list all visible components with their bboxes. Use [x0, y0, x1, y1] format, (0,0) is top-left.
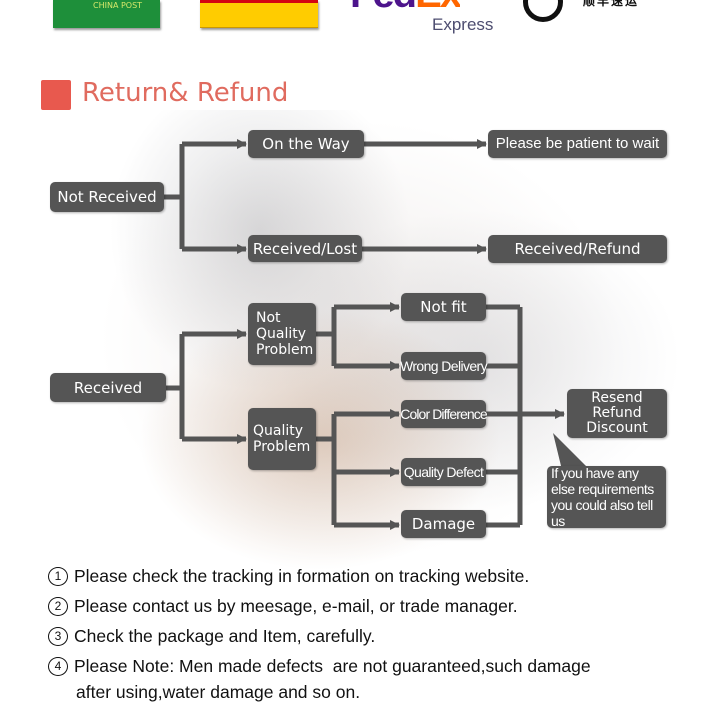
china-post-text: CHINA POST: [93, 1, 143, 10]
note-item: 1 Please check the tracking in formation …: [48, 566, 529, 587]
not-received-box: Not Received: [50, 182, 164, 212]
fedex-text: Fed: [350, 0, 417, 12]
china-post-logo: CHINA POST: [53, 0, 160, 28]
note-text: Please Note: Men made defects are not gu…: [74, 656, 591, 676]
note-number: 3: [48, 627, 68, 646]
section-title: Return& Refund: [82, 78, 289, 108]
note-number: 4: [48, 657, 68, 676]
note-item: 2 Please contact us by meesage, e-mail, o…: [48, 596, 518, 617]
received-lost-box: Received/Lost: [248, 235, 362, 262]
quality-defect-box: Quality Defect: [401, 458, 486, 486]
extra-requirements-note: If you have any else requirements you co…: [547, 465, 666, 529]
note-item: 3 Check the package and Item, carefully.: [48, 626, 375, 647]
resend-text: Resend: [591, 390, 643, 406]
package-icon: [41, 80, 71, 110]
note-item: 4 Please Note: Men made defects are not g…: [48, 656, 591, 677]
received-refund-box: Received/Refund: [488, 235, 667, 263]
patient-box: Please be patient to wait: [488, 130, 667, 158]
on-the-way-box: On the Way: [248, 130, 364, 158]
fedex-ex-text: Ex: [415, 0, 460, 12]
wrong-delivery-box: Wrong Delivery: [400, 352, 488, 380]
note-text: Please check the tracking in formation o…: [74, 566, 530, 586]
note-number: 2: [48, 597, 68, 616]
sf-chinese-text: 顺丰速运: [583, 0, 640, 8]
damage-box: Damage: [401, 510, 486, 538]
resolution-box: Resend Refund Discount: [567, 389, 667, 438]
not-fit-box: Not fit: [401, 293, 486, 321]
received-box: Received: [50, 373, 166, 402]
note-continuation: after using,water damage and so on.: [76, 682, 361, 702]
not-quality-problem-box: Not Quality Problem: [248, 303, 316, 365]
sf-express-logo: [523, 0, 563, 22]
quality-problem-box: Quality Problem: [248, 408, 316, 470]
fedex-logo: FedEx: [350, 0, 460, 12]
discount-text: Discount: [586, 420, 648, 436]
dhl-logo: [200, 0, 318, 28]
note-number: 1: [48, 567, 68, 586]
fedex-express-text: Express: [432, 15, 494, 34]
refund-text: Refund: [592, 405, 642, 421]
color-difference-box: Color Difference: [400, 400, 488, 428]
note-text: Please contact us by meesage, e-mail, or…: [74, 596, 518, 616]
note-text: Check the package and Item, carefully.: [74, 626, 376, 646]
